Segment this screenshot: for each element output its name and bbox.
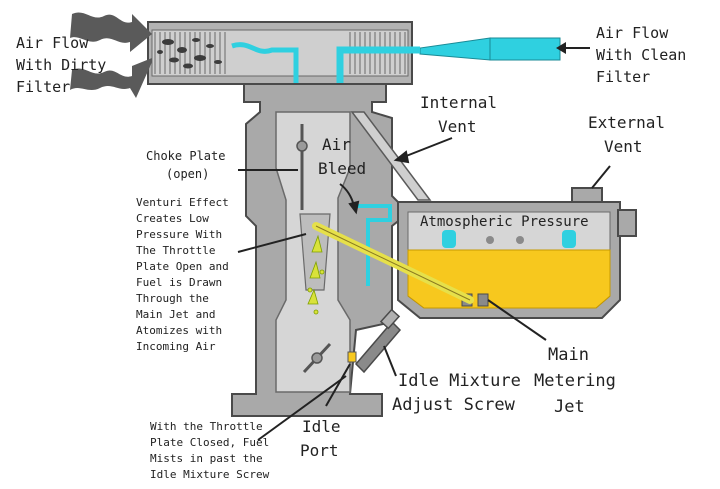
- atmospheric-pressure-label: Atmospheric Pressure: [420, 214, 589, 230]
- venturi-line-5: Plate Open and: [136, 260, 229, 273]
- throttle-closed-line-2: Plate Closed, Fuel: [150, 436, 269, 449]
- venturi-line-10: Incoming Air: [136, 340, 216, 353]
- internal-vent-label: Internal Vent: [420, 93, 507, 136]
- venturi-line-8: Main Jet and: [136, 308, 215, 321]
- air-flow-dirty-line-1: Air Flow: [16, 34, 89, 52]
- idle-mixture-line-2: Adjust Screw: [392, 395, 516, 415]
- clean-air-inlet-arrow: [556, 42, 590, 54]
- leader-lines: [237, 137, 611, 441]
- idle-port-label: Idle Port: [300, 417, 350, 460]
- air-bleed-line-2: Bleed: [318, 159, 366, 178]
- choke-plate-line-2: (open): [166, 167, 209, 181]
- venturi-line-4: The Throttle: [136, 244, 215, 257]
- venturi-line-9: Atomizes with: [136, 324, 222, 337]
- venturi-line-6: Fuel is Drawn: [136, 276, 222, 289]
- bowl-side-fitting: [617, 209, 637, 237]
- air-flow-dirty-line-2: With Dirty: [16, 56, 106, 74]
- venturi-effect-label: Venturi Effect Creates Low Pressure With…: [136, 196, 235, 353]
- dirt-particles: [157, 38, 222, 69]
- main-metering-jet-line-3: Jet: [554, 397, 585, 417]
- choke-plate-label: Choke Plate (open): [146, 149, 233, 181]
- venturi-line-1: Venturi Effect: [136, 196, 229, 209]
- main-fuel-passage-outline: [315, 225, 471, 301]
- throttle-closed-line-3: Mists in past the: [150, 452, 263, 465]
- idle-port-opening: [347, 351, 357, 363]
- external-vent-label: External Vent: [588, 113, 675, 156]
- dirty-air-arrow-top: [70, 12, 152, 53]
- internal-vent-line-1: Internal: [420, 93, 497, 112]
- venturi-line-7: Through the: [136, 292, 209, 305]
- throttle-shaft: [311, 352, 323, 364]
- idle-mixture-line-1: Idle Mixture: [398, 371, 521, 391]
- internal-vent-tube: [350, 111, 432, 201]
- air-bleed-label: Air Bleed: [318, 135, 366, 178]
- throttle-closed-line-1: With the Throttle: [150, 420, 263, 433]
- external-vent-line-1: External: [588, 113, 665, 132]
- main-metering-jet-line-1: Main: [548, 345, 589, 365]
- choke-shaft: [296, 140, 308, 152]
- air-filter-element: [154, 32, 406, 74]
- idle-mixture-screw-label: Idle Mixture Adjust Screw: [392, 371, 531, 415]
- dirty-air-arrow-bottom: [70, 58, 152, 98]
- atomized-fuel: [307, 234, 325, 315]
- idle-port-line-2: Port: [300, 441, 339, 460]
- idle-mixture-screw: [354, 308, 402, 374]
- throttle-closed-line-4: Idle Mixture Screw: [150, 468, 270, 481]
- main-metering-jet-line-2: Metering: [534, 371, 616, 391]
- air-flow-dirty-label: Air Flow With Dirty Filter: [16, 34, 115, 96]
- air-bleed-line-1: Air: [322, 135, 351, 154]
- choke-plate-line-1: Choke Plate: [146, 149, 225, 163]
- air-flow-dirty-line-3: Filter: [16, 78, 70, 96]
- air-bleed-passage: [354, 204, 392, 286]
- internal-vent-line-2: Vent: [438, 117, 477, 136]
- throttle-closed-label: With the Throttle Plate Closed, Fuel Mis…: [150, 420, 276, 481]
- external-vent-line-2: Vent: [604, 137, 643, 156]
- venturi-line-2: Creates Low: [136, 212, 209, 225]
- air-flow-clean-line-1: Air Flow: [596, 24, 669, 42]
- idle-port-line-1: Idle: [302, 417, 341, 436]
- air-flow-clean-line-3: Filter: [596, 68, 650, 86]
- main-metering-jet-label: Main Metering Jet: [534, 345, 626, 417]
- air-flow-clean-line-2: With Clean: [596, 46, 686, 64]
- air-flow-clean-label: Air Flow With Clean Filter: [596, 24, 695, 86]
- air-pressure-dots: [442, 230, 576, 248]
- venturi-line-3: Pressure With: [136, 228, 222, 241]
- fuel-level: [407, 249, 611, 309]
- vent-cap: [571, 187, 603, 203]
